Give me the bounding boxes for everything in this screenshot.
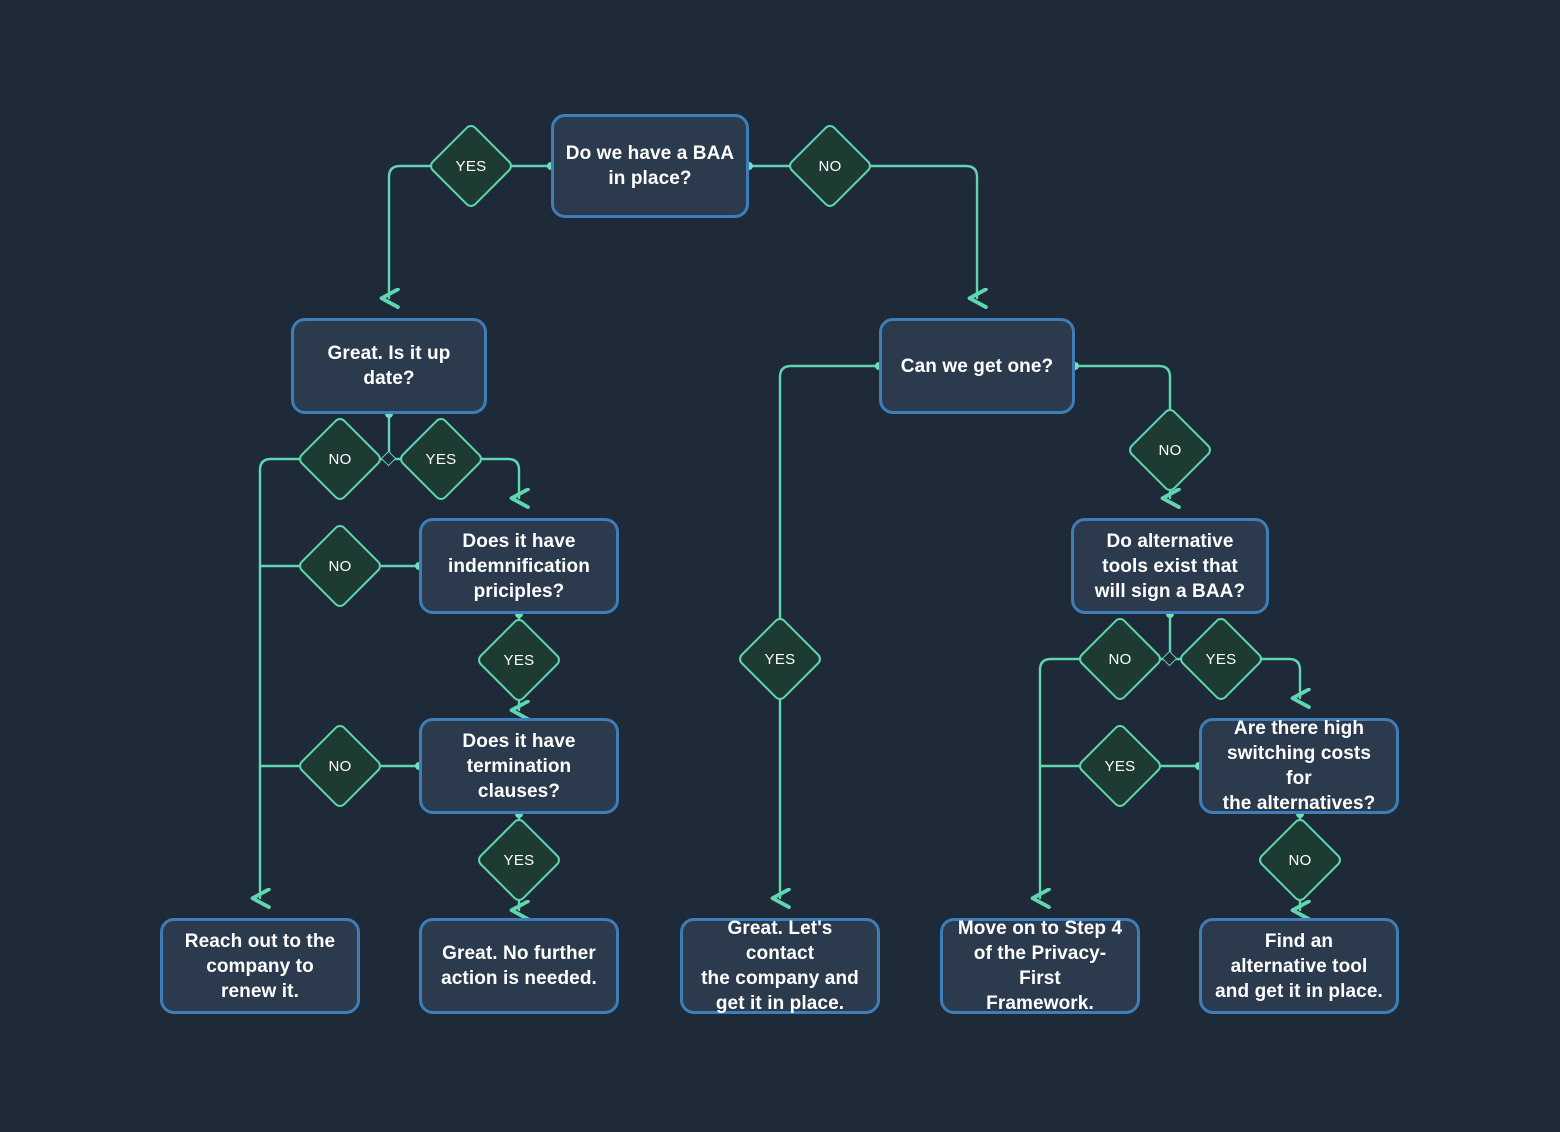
port-dot-alternatives-bottom <box>1166 610 1174 618</box>
edge-getone-to-yes <box>778 364 881 632</box>
port-dot-start-right <box>745 162 753 170</box>
edge-alternatives-no-to-step4 <box>1040 657 1092 898</box>
diamond-termination-no-label: NO <box>328 757 352 775</box>
node-step-4-privacy-first[interactable]: Move on to Step 4 of the Privacy-First F… <box>940 918 1140 1014</box>
node-alternative-tools[interactable]: Do alternative tools exist that will sig… <box>1071 518 1269 614</box>
node-find-alternative-tool[interactable]: Find an alternative tool and get it in p… <box>1199 918 1399 1014</box>
diamond-uptodate-no-label: NO <box>328 450 352 468</box>
diamond-alternatives-yes-label: YES <box>1205 650 1237 668</box>
port-dot-uptodate-bottom <box>385 410 393 418</box>
diamond-switching-no-label: NO <box>1288 851 1312 869</box>
diamond-start-no-label: NO <box>818 157 842 175</box>
node-switching-costs[interactable]: Are there high switching costs for the a… <box>1199 718 1399 814</box>
edge-uptodate-no-to-renew <box>260 457 312 898</box>
node-start[interactable]: Do we have a BAA in place? <box>551 114 749 218</box>
junction-uptodate <box>380 450 397 467</box>
diamond-indemnification-no-label: NO <box>328 557 352 575</box>
port-dot-getone-right <box>1071 362 1079 370</box>
node-is-it-up-to-date[interactable]: Great. Is it up date? <box>291 318 487 414</box>
edge-uptodate-yes-to-indemnification <box>470 457 519 498</box>
port-dot-indemnification-bottom <box>515 610 523 618</box>
diamond-termination-yes-label: YES <box>503 851 535 869</box>
edge-yes-to-uptodate <box>389 164 442 298</box>
port-dot-switching-bottom <box>1296 810 1304 818</box>
node-no-further-action[interactable]: Great. No further action is needed. <box>419 918 619 1014</box>
junction-alternatives <box>1161 650 1178 667</box>
node-indemnification-principles[interactable]: Does it have indemnification priciples? <box>419 518 619 614</box>
node-can-we-get-one[interactable]: Can we get one? <box>879 318 1075 414</box>
edge-no-to-getone <box>859 164 977 298</box>
edge-alternatives-yes-to-switching <box>1250 657 1300 698</box>
diamond-uptodate-yes-label: YES <box>425 450 457 468</box>
diamond-getone-no-label: NO <box>1158 441 1182 459</box>
diamond-switching-yes-label: YES <box>1104 757 1136 775</box>
diamond-start-yes-label: YES <box>455 157 487 175</box>
diamond-alternatives-no-label: NO <box>1108 650 1132 668</box>
edge-getone-to-no <box>1073 364 1172 422</box>
node-contact-company[interactable]: Great. Let's contact the company and get… <box>680 918 880 1014</box>
node-termination-clauses[interactable]: Does it have termination clauses? <box>419 718 619 814</box>
diamond-indemnification-yes-label: YES <box>503 651 535 669</box>
diamond-getone-yes-label: YES <box>764 650 796 668</box>
port-dot-termination-bottom <box>515 810 523 818</box>
node-reach-out-renew[interactable]: Reach out to the company to renew it. <box>160 918 360 1014</box>
